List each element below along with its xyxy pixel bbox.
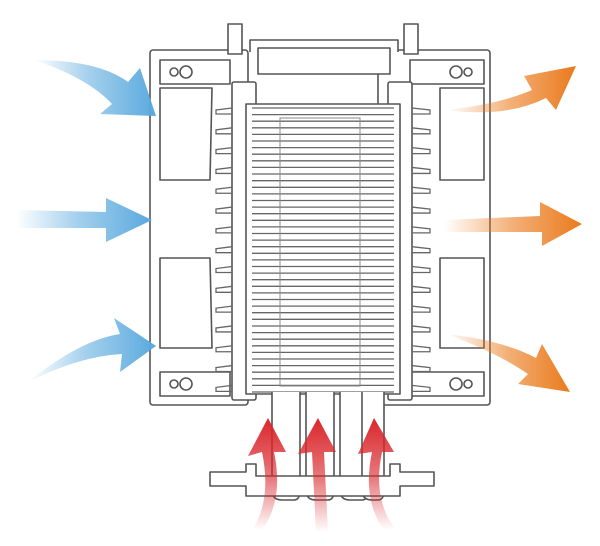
fin-tip: [215, 127, 233, 135]
cooler-body: [149, 23, 491, 406]
intake-arrow-middle: [16, 198, 152, 242]
fin-tip: [215, 325, 233, 333]
exhaust-arrows: [444, 66, 582, 392]
intake-arrow-top: [34, 60, 156, 116]
fin-tip: [215, 226, 233, 234]
exhaust-arrow-bottom: [446, 334, 570, 392]
fin-tip: [215, 305, 233, 313]
fin-tip: [411, 186, 431, 194]
fin-tip: [215, 186, 233, 194]
fin-tip: [411, 246, 431, 254]
fin-tip: [411, 166, 431, 175]
fin-tip: [411, 146, 431, 155]
fin-tip: [215, 364, 233, 373]
fin-tip: [411, 265, 431, 274]
heatsink-core: [279, 117, 361, 387]
fin-tip: [411, 226, 431, 234]
intake-arrows: [16, 60, 156, 382]
fin-tip: [411, 285, 431, 293]
heat-arrow-center: [298, 418, 336, 532]
fin-tip: [411, 305, 431, 313]
exhaust-arrow-middle: [444, 202, 582, 246]
exhaust-arrow-top: [446, 66, 576, 113]
fin-tip: [411, 206, 431, 214]
fin-tip: [215, 265, 233, 274]
heat-arrow-right: [358, 418, 396, 530]
fin-tip: [411, 345, 431, 353]
fin-tip: [215, 285, 233, 293]
fin-tip: [411, 127, 431, 135]
fin-tip: [411, 325, 431, 333]
heat-arrow-left: [248, 418, 286, 530]
heatsink-fins: [215, 107, 431, 393]
fin-tip: [411, 384, 431, 393]
left-fan-frame: [149, 49, 249, 406]
fin-tip: [215, 107, 233, 115]
fin-tip: [215, 345, 233, 353]
fin-tip: [215, 384, 233, 393]
heat-arrows: [248, 418, 396, 532]
fin-tip: [215, 246, 233, 254]
fin-tip: [411, 107, 431, 115]
fin-tip: [215, 206, 233, 214]
fin-tip: [215, 166, 233, 175]
intake-arrow-bottom: [28, 318, 156, 382]
fin-tip: [411, 364, 431, 373]
fin-tip: [215, 146, 233, 155]
top-bracket: [227, 23, 419, 75]
